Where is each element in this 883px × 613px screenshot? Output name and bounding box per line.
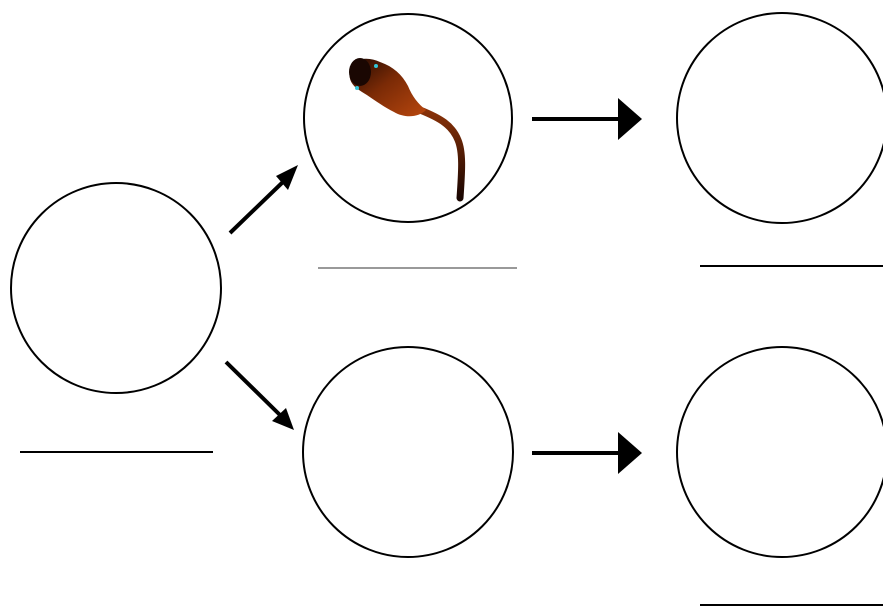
arrow-diagonal-down-icon [224, 360, 294, 430]
upper-right-cell-circle [676, 12, 883, 224]
sperm-cell-icon [349, 58, 466, 202]
lower-middle-cell-circle [302, 346, 514, 558]
arrow-right-lower-icon [532, 432, 642, 474]
lower-right-cell-circle [676, 346, 883, 558]
upper-middle-cell-circle [303, 13, 513, 223]
source-cell-circle [10, 182, 222, 394]
arrow-diagonal-up-icon [228, 165, 298, 235]
arrow-right-upper-icon [532, 98, 642, 140]
